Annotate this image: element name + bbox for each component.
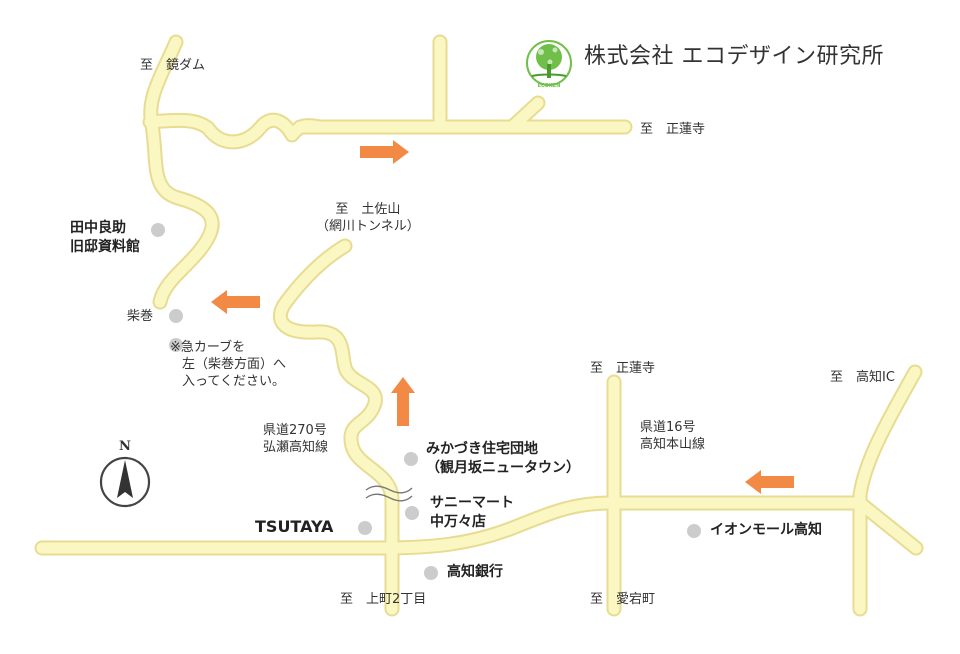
dir-label-kagami-dam: 至 鏡ダム bbox=[140, 58, 206, 73]
dir-label-kochi-ic: 至 高知IC bbox=[830, 370, 895, 385]
route-note-line1: ※急カーブを bbox=[170, 340, 246, 355]
route-note: ※急カーブを 左（柴巻方面）へ 入ってください。 bbox=[170, 339, 286, 390]
poi-dot-kochi-bank bbox=[424, 566, 438, 580]
dir-label-tosayama-line2: （網川トンネル） bbox=[316, 219, 420, 234]
road-label-pref270-line2: 弘瀬高知線 bbox=[263, 440, 329, 455]
road-label-pref16: 県道16号 高知本山線 bbox=[640, 419, 705, 453]
arrow-left-icon bbox=[211, 290, 260, 314]
road-fill-tosayama bbox=[274, 240, 398, 615]
arrow-left-icon bbox=[745, 470, 794, 494]
road-kochi-ic bbox=[852, 364, 923, 617]
place-label-tanaka-line2: 旧邸資料館 bbox=[70, 239, 140, 255]
road-fill-shibamaki-connector bbox=[144, 114, 326, 148]
road-fill-top-diagonal bbox=[506, 97, 544, 133]
poi-dot-tsutaya bbox=[358, 521, 372, 535]
arrow-up-icon bbox=[391, 377, 415, 426]
route-note-line3: 入ってください。 bbox=[182, 374, 285, 389]
compass-icon: N bbox=[99, 439, 151, 508]
road-fill-kochi-ic bbox=[854, 366, 921, 615]
dir-label-shorenji-mid: 至 正蓮寺 bbox=[590, 361, 656, 376]
poi-dot-shibamaki bbox=[169, 309, 183, 323]
dir-label-tosayama: 至 土佐山 （網川トンネル） bbox=[316, 201, 420, 235]
poi-label-aeon-mall: イオンモール高知 bbox=[710, 522, 822, 538]
road-label-pref16-line1: 県道16号 bbox=[640, 420, 696, 435]
poi-dot-sunny bbox=[405, 506, 419, 520]
place-label-tanaka-museum: 田中良助 旧邸資料館 bbox=[70, 219, 140, 257]
road-label-pref270: 県道270号 弘瀬高知線 bbox=[263, 422, 328, 456]
road-fill-main-horizontal bbox=[36, 497, 866, 554]
poi-label-sunny-line1: サニーマート bbox=[430, 495, 514, 511]
road-fill-east-diagonal bbox=[854, 497, 922, 554]
poi-dot-tanaka bbox=[151, 223, 165, 237]
compass-north-label: N bbox=[119, 439, 131, 454]
direction-arrows bbox=[211, 140, 794, 494]
poi-dot-note bbox=[169, 338, 183, 352]
ecoken-logo-icon: ECOKEN bbox=[526, 40, 572, 89]
poi-dot-mikazuki bbox=[404, 452, 418, 466]
road-fill-kagami-dam bbox=[145, 36, 218, 308]
road-label-pref16-line2: 高知本山線 bbox=[640, 437, 706, 452]
poi-label-mikazuki-line2: （観月坂ニュータウン） bbox=[426, 460, 580, 476]
arrow-right-icon bbox=[360, 140, 409, 164]
company-name: 株式会社 エコデザイン研究所 bbox=[584, 44, 884, 69]
poi-label-sunny-line2: 中万々店 bbox=[430, 514, 486, 530]
logo-text: ECOKEN bbox=[538, 83, 561, 89]
place-label-shibamaki: 柴巻 bbox=[127, 309, 154, 324]
poi-dot-aeon bbox=[687, 524, 701, 538]
poi-label-mikazuki-line1: みかづき住宅団地 bbox=[426, 441, 538, 457]
dir-label-tosayama-line1: 至 土佐山 bbox=[335, 202, 401, 217]
route-note-line2: 左（柴巻方面）へ bbox=[182, 357, 287, 372]
road-fills bbox=[36, 36, 922, 615]
dir-label-shorenji-top: 至 正蓮寺 bbox=[640, 122, 706, 137]
road-label-pref270-line1: 県道270号 bbox=[263, 423, 327, 438]
poi-dots bbox=[151, 223, 701, 580]
poi-label-mikazuki: みかづき住宅団地 （観月坂ニュータウン） bbox=[426, 440, 580, 478]
place-label-tanaka-line1: 田中良助 bbox=[70, 220, 126, 236]
dir-label-kamimachi: 至 上町2丁目 bbox=[340, 592, 427, 607]
poi-label-kochi-bank: 高知銀行 bbox=[447, 564, 503, 580]
dir-label-atagomachi: 至 愛宕町 bbox=[590, 592, 656, 607]
poi-label-tsutaya: TSUTAYA bbox=[255, 517, 334, 536]
poi-label-sunny-mart: サニーマート 中万々店 bbox=[430, 494, 514, 532]
road-break-mark bbox=[365, 485, 413, 502]
